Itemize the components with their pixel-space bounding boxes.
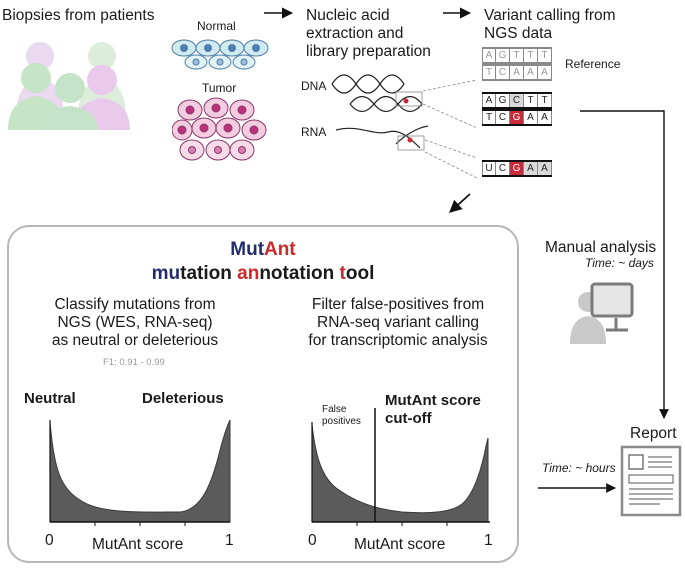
nucleic-acid-icon bbox=[331, 74, 428, 151]
left-tick-0: 0 bbox=[45, 532, 54, 549]
normal-cells-icon bbox=[171, 39, 269, 70]
right-desc-3: for transcriptomic analysis bbox=[308, 332, 488, 349]
biopsies-label: Biopsies from patients bbox=[2, 7, 155, 24]
manual-analysis-label: Manual analysis bbox=[545, 239, 657, 256]
left-xlabel: MutAnt score bbox=[92, 536, 184, 553]
tumor-cells-icon bbox=[172, 97, 267, 161]
extraction-label-1: Nucleic acid bbox=[306, 7, 390, 24]
rna-label: RNA bbox=[301, 125, 327, 139]
left-distribution-chart bbox=[49, 419, 231, 526]
tumor-label: Tumor bbox=[202, 81, 237, 95]
cutoff-label: MutAnt score cut-off bbox=[385, 392, 481, 427]
normal-label: Normal bbox=[197, 19, 236, 33]
arrow-to-report-manual bbox=[580, 110, 669, 419]
variant-calling-label-2: NGS data bbox=[484, 25, 553, 42]
mutant-subtitle: mutation annotation tool bbox=[151, 263, 375, 284]
arrow-to-panel bbox=[449, 193, 471, 213]
left-tick-1: 1 bbox=[225, 532, 234, 549]
right-distribution-area bbox=[311, 423, 489, 523]
dna-label: DNA bbox=[301, 79, 327, 93]
left-desc-2: NGS (WES, RNA-seq) bbox=[57, 314, 213, 331]
report-icon bbox=[620, 445, 682, 517]
report-time-label: Time: ~ hours bbox=[542, 461, 616, 475]
f1-score: F1: 0.91 - 0.99 bbox=[103, 357, 165, 368]
reference-label: Reference bbox=[565, 57, 621, 71]
left-desc-3: as neutral or deleterious bbox=[51, 332, 219, 349]
false-positives-label: False positives bbox=[322, 404, 361, 427]
mutant-title-part2: Ant bbox=[264, 239, 296, 260]
left-desc-1: Classify mutations from bbox=[54, 296, 216, 313]
mutant-title: MutAnt bbox=[7, 239, 519, 261]
right-tick-1: 1 bbox=[484, 532, 493, 549]
extraction-label-2: extraction and bbox=[306, 25, 404, 42]
right-desc-2: RNA-seq variant calling bbox=[317, 314, 479, 331]
patients-icon bbox=[8, 42, 130, 130]
deleterious-label: Deleterious bbox=[142, 390, 224, 407]
mutant-title-part1: Mut bbox=[230, 239, 265, 260]
right-xlabel: MutAnt score bbox=[354, 536, 446, 553]
right-tick-0: 0 bbox=[308, 532, 317, 549]
manual-time-label: Time: ~ days bbox=[585, 256, 654, 270]
left-distribution-area bbox=[49, 419, 231, 523]
extraction-label-3: library preparation bbox=[306, 43, 431, 60]
analyst-computer-icon bbox=[570, 282, 634, 344]
right-desc-1: Filter false-positives from bbox=[311, 296, 485, 313]
report-label: Report bbox=[630, 425, 677, 442]
right-distribution-chart bbox=[311, 408, 490, 526]
variant-calling-label-1: Variant calling from bbox=[484, 7, 616, 24]
neutral-label: Neutral bbox=[24, 390, 76, 407]
